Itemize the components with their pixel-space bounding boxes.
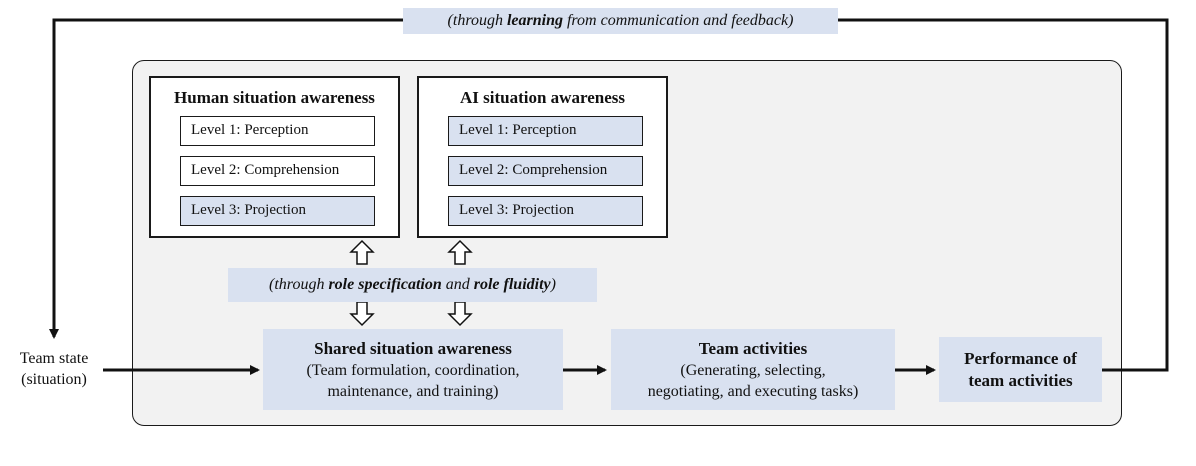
hollow-down-arrow-human (349, 301, 375, 327)
ai-level-2: Level 2: Comprehension (448, 156, 643, 186)
feedback-note: (through learning from communication and… (403, 8, 838, 34)
hollow-up-arrow-human (349, 239, 375, 265)
role-note-middle: and (441, 276, 474, 293)
ai-sa-box: AI situation awareness Level 1: Percepti… (417, 76, 668, 238)
human-sa-title: Human situation awareness (174, 88, 375, 107)
feedback-note-suffix: from communication and feedback) (562, 12, 794, 29)
feedback-loop-return-line (49, 18, 403, 339)
hollow-down-arrow-ai (447, 301, 473, 327)
role-note-suffix: ) (550, 276, 556, 293)
human-level-1: Level 1: Perception (180, 116, 375, 146)
shared-sa-box: Shared situation awareness (Team formula… (263, 329, 563, 410)
team-state-label: Team state (situation) (4, 348, 104, 390)
team-state-line1: Team state (19, 350, 89, 367)
ai-level-3: Level 3: Projection (448, 196, 643, 226)
shared-sa-line1: (Team formulation, coordination, (306, 361, 520, 379)
shared-sa-title: Shared situation awareness (314, 338, 512, 358)
team-activities-line1: (Generating, selecting, (680, 361, 826, 379)
performance-line2: team activities (968, 370, 1073, 390)
performance-line1: Performance of (964, 348, 1077, 368)
feedback-note-prefix: (through (447, 12, 507, 29)
human-level-2: Level 2: Comprehension (180, 156, 375, 186)
ai-level-1: Level 1: Perception (448, 116, 643, 146)
role-note-keyword-fluidity: role fluidity (473, 276, 551, 293)
team-activities-box: Team activities (Generating, selecting, … (611, 329, 895, 410)
human-sa-box: Human situation awareness Level 1: Perce… (149, 76, 400, 238)
performance-box: Performance of team activities (939, 337, 1102, 402)
shared-sa-line2: maintenance, and training) (327, 382, 499, 400)
team-activities-title: Team activities (698, 338, 808, 358)
team-activities-line2: negotiating, and executing tasks) (647, 382, 859, 400)
human-level-3: Level 3: Projection (180, 196, 375, 226)
feedback-loop-line (838, 18, 1169, 372)
team-state-line2: (situation) (21, 371, 87, 388)
role-note: (through role specification and role flu… (228, 268, 597, 302)
feedback-note-keyword: learning (506, 12, 563, 29)
role-note-prefix: (through (269, 276, 329, 293)
hollow-up-arrow-ai (447, 239, 473, 265)
ai-sa-title: AI situation awareness (460, 88, 625, 107)
role-note-keyword-specification: role specification (328, 276, 442, 293)
